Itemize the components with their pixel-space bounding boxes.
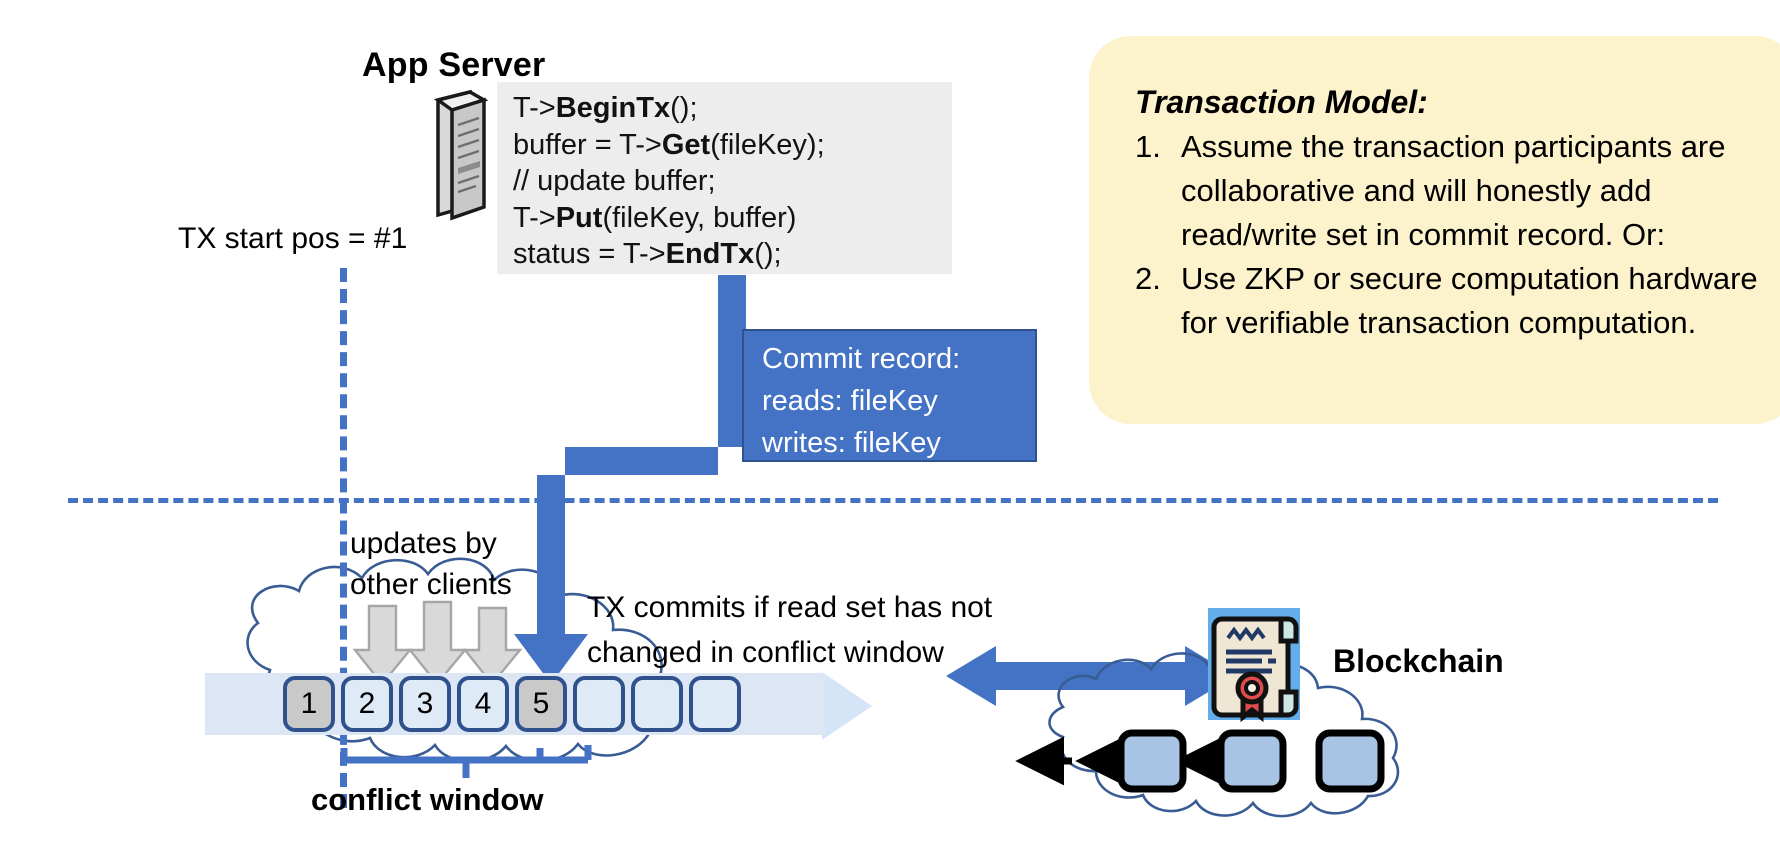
transaction-model-item-2: 2. Use ZKP or secure computation hardwar… bbox=[1135, 257, 1763, 345]
updates-label-line-1: updates by bbox=[350, 527, 497, 560]
list-number: 1. bbox=[1135, 129, 1161, 164]
tx-commits-line-2: changed in conflict window bbox=[587, 636, 944, 669]
conflict-window-label: conflict window bbox=[311, 782, 544, 817]
list-number: 2. bbox=[1135, 261, 1161, 296]
tx-commits-line-1: TX commits if read set has not bbox=[587, 591, 993, 624]
ledger-block-row: 1 2 3 4 5 bbox=[283, 676, 741, 732]
ledger-block-7[interactable] bbox=[631, 676, 683, 732]
transaction-model-callout: Transaction Model: 1. Assume the transac… bbox=[1089, 36, 1780, 424]
tx-commits-condition-label: TX commits if read set has not changed i… bbox=[587, 585, 992, 675]
tx-start-pos-label: TX start pos = #1 bbox=[178, 222, 408, 255]
commit-record-writes: writes: fileKey bbox=[762, 427, 941, 459]
commit-record-box: Commit record: reads: fileKey writes: fi… bbox=[742, 329, 1037, 462]
ledger-block-3[interactable]: 3 bbox=[399, 676, 451, 732]
tx-start-dashed-line bbox=[340, 268, 347, 808]
ledger-block-6[interactable] bbox=[573, 676, 625, 732]
transaction-model-title: Transaction Model: bbox=[1135, 84, 1428, 120]
code-line-5: status = T->EndTx(); bbox=[513, 238, 782, 270]
server-tower-icon bbox=[433, 89, 489, 221]
code-line-3: // update buffer; bbox=[513, 165, 716, 197]
code-line-4: T->Put(fileKey, buffer) bbox=[513, 201, 797, 234]
app-server-title: App Server bbox=[362, 46, 546, 84]
updates-label-line-2: other clients bbox=[350, 568, 512, 601]
app-server-code-block: T->BeginTx(); buffer = T->Get(fileKey); … bbox=[497, 82, 952, 274]
conflict-window-brace bbox=[340, 745, 592, 778]
certificate-seal-icon bbox=[1208, 608, 1300, 723]
blockchain-label: Blockchain bbox=[1333, 643, 1504, 679]
list-text: Assume the transaction participants are … bbox=[1181, 129, 1726, 252]
layer-divider-dashed-line bbox=[68, 498, 1718, 503]
code-line-1: T->BeginTx(); bbox=[513, 92, 698, 124]
list-text: Use ZKP or secure computation hardware f… bbox=[1181, 261, 1758, 340]
ledger-continues-arrow bbox=[822, 672, 872, 740]
ledger-block-1[interactable]: 1 bbox=[283, 676, 335, 732]
ledger-block-8[interactable] bbox=[689, 676, 741, 732]
other-client-update-arrows bbox=[352, 600, 523, 686]
commit-record-reads: reads: fileKey bbox=[762, 385, 938, 417]
transaction-model-item-1: 1. Assume the transaction participants a… bbox=[1135, 125, 1763, 257]
updates-by-other-clients-label: updates by other clients bbox=[350, 523, 512, 605]
code-line-2: buffer = T->Get(fileKey); bbox=[513, 128, 825, 161]
ledger-block-2[interactable]: 2 bbox=[341, 676, 393, 732]
ledger-block-5[interactable]: 5 bbox=[515, 676, 567, 732]
commit-record-title: Commit record: bbox=[762, 343, 961, 375]
ledger-block-4[interactable]: 4 bbox=[457, 676, 509, 732]
transaction-model-list: 1. Assume the transaction participants a… bbox=[1135, 125, 1763, 345]
blockchain-blocks bbox=[1117, 729, 1385, 793]
